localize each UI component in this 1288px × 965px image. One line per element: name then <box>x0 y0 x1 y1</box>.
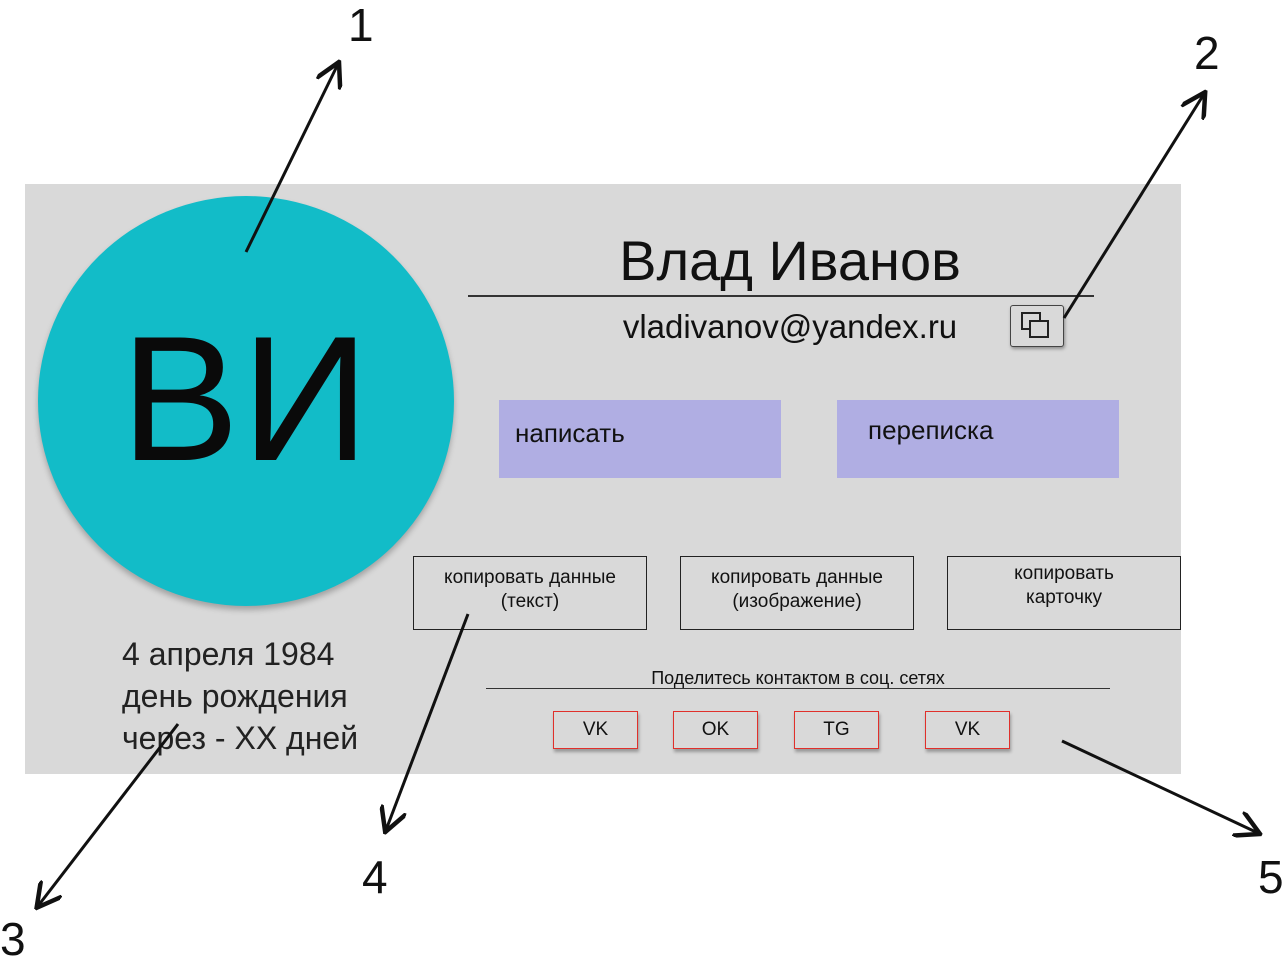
share-vk-button-2[interactable]: VK <box>925 711 1010 749</box>
share-vk-button[interactable]: VK <box>553 711 638 749</box>
contact-name: Влад Иванов <box>619 229 961 292</box>
copy-email-button[interactable] <box>1010 305 1064 347</box>
write-message-button[interactable]: написать <box>499 400 781 478</box>
avatar: ВИ <box>38 196 454 606</box>
share-tg-button[interactable]: TG <box>794 711 879 749</box>
copy-data-text-label-line1: копировать данные <box>444 567 616 588</box>
copy-data-image-button[interactable]: копировать данные (изображение) <box>680 556 914 630</box>
conversation-button[interactable]: переписка <box>837 400 1119 478</box>
contact-email: vladivanov@yandex.ru <box>622 308 958 345</box>
avatar-initials: ВИ <box>120 299 372 498</box>
share-label: Поделитесь контактом в соц. сетях <box>651 668 945 688</box>
copy-card-label-line2: карточку <box>1025 587 1102 608</box>
copy-data-text-label-line2: (текст) <box>500 591 560 612</box>
conversation-label: переписка <box>868 415 994 445</box>
copy-icon <box>1021 312 1049 338</box>
callout-number-1: 1 <box>348 0 374 51</box>
write-message-label: написать <box>515 418 625 448</box>
birthday-countdown: через - XX дней <box>122 720 359 756</box>
copy-card-button[interactable]: копировать карточку <box>947 556 1181 630</box>
callout-number-4: 4 <box>362 851 388 903</box>
copy-card-label-line1: копировать <box>1014 563 1114 584</box>
share-divider <box>486 688 1110 689</box>
birthday-info: 4 апреля 1984 день рождения через - XX д… <box>122 633 442 759</box>
copy-data-image-label-line1: копировать данные <box>711 567 883 588</box>
share-ok-button[interactable]: OK <box>673 711 758 749</box>
copy-data-text-button[interactable]: копировать данные (текст) <box>413 556 647 630</box>
name-divider <box>468 295 1094 297</box>
birthday-line1: день рождения <box>122 678 348 714</box>
birth-date: 4 апреля 1984 <box>122 636 335 672</box>
callout-number-3: 3 <box>0 913 26 965</box>
callout-number-5: 5 <box>1258 851 1284 903</box>
copy-data-image-label-line2: (изображение) <box>732 591 862 612</box>
callout-number-2: 2 <box>1194 27 1220 79</box>
